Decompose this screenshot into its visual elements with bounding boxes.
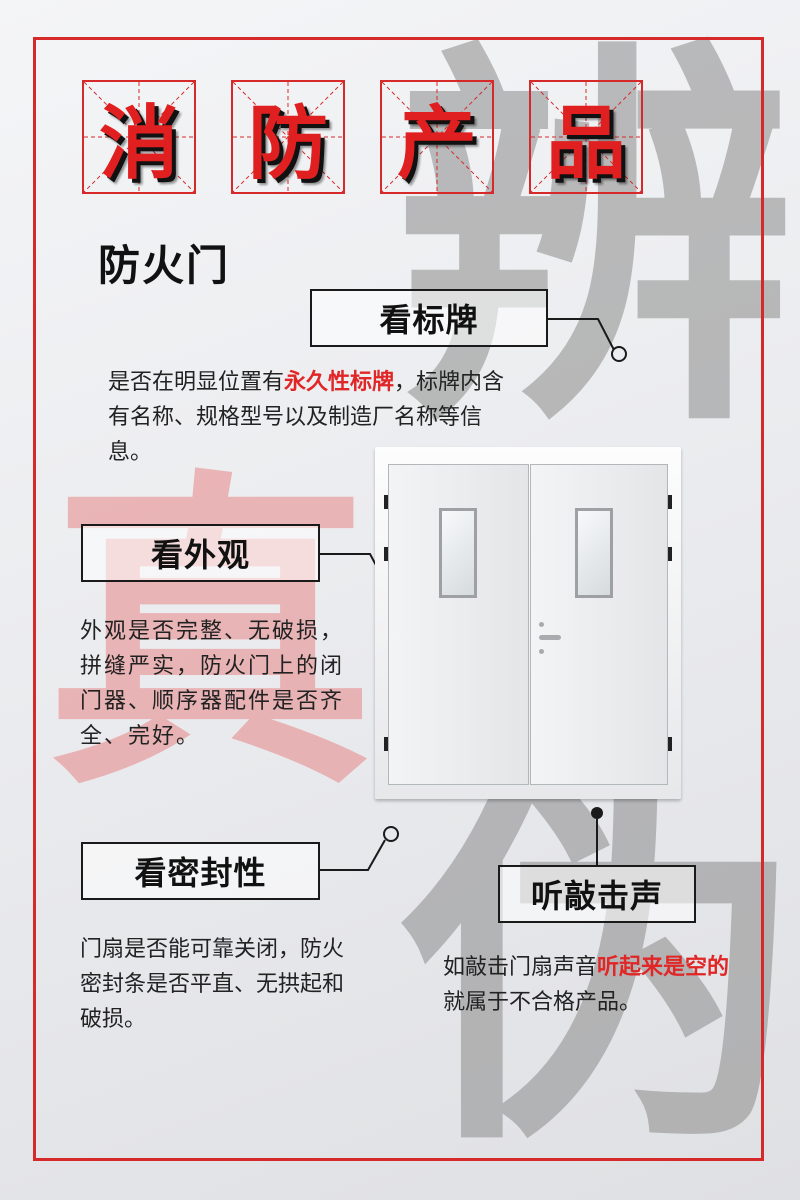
label-nameplate: 看标牌 xyxy=(310,289,548,347)
door-window-right xyxy=(575,508,613,598)
hinge-icon xyxy=(668,547,672,561)
nameplate-description: 是否在明显位置有永久性标牌，标牌内含有名称、规格型号以及制造厂名称等信息。 xyxy=(108,365,508,470)
sealing-description: 门扇是否能可靠关闭，防火密封条是否平直、无拱起和破损。 xyxy=(80,937,345,1032)
door-lever-icon xyxy=(539,635,561,640)
connector-dot-icon xyxy=(591,807,603,819)
knock-highlight: 听起来是空的 xyxy=(597,955,730,980)
title-char-1: 消 xyxy=(99,97,179,190)
nameplate-text-after: ，标牌内含有名称、规格型号以及制造厂名称等信息。 xyxy=(108,370,505,465)
label-appearance: 看外观 xyxy=(81,524,320,582)
red-border-frame xyxy=(33,37,764,1161)
product-subtitle: 防火门 xyxy=(98,241,231,290)
hinge-icon xyxy=(668,737,672,751)
connector-circle-icon xyxy=(383,826,399,842)
hinge-icon xyxy=(384,495,388,509)
title-char-4: 品 xyxy=(546,97,626,190)
nameplate-highlight: 永久性标牌 xyxy=(284,370,395,395)
door-leaf-right xyxy=(530,464,668,785)
title-box-4: 品 xyxy=(529,80,643,194)
knock-description: 如敲击门扇声音听起来是空的就属于不合格产品。 xyxy=(443,950,733,1020)
door-leaf-left xyxy=(388,464,529,785)
title-char-3: 产 xyxy=(397,97,477,190)
nameplate-text-before: 是否在明显位置有 xyxy=(108,370,285,395)
title-box-2: 防 xyxy=(231,80,345,194)
door-handle-icon xyxy=(539,622,544,627)
connector-circle-icon xyxy=(611,346,627,362)
knock-text-after: 就属于不合格产品。 xyxy=(443,990,642,1015)
title-char-2: 防 xyxy=(248,97,328,190)
label-knock: 听敲击声 xyxy=(498,865,696,923)
hinge-icon xyxy=(384,547,388,561)
hinge-icon xyxy=(668,495,672,509)
hinge-icon xyxy=(384,737,388,751)
door-window-left xyxy=(439,508,477,598)
appearance-description: 外观是否完整、无破损，拼缝严实，防火门上的闭门器、顺序器配件是否齐全、完好。 xyxy=(80,619,345,749)
door-illustration-icon xyxy=(375,447,681,799)
door-lock-icon xyxy=(539,649,544,654)
label-sealing: 看密封性 xyxy=(81,842,320,900)
title-box-1: 消 xyxy=(82,80,196,194)
knock-text-before: 如敲击门扇声音 xyxy=(443,955,598,980)
title-box-3: 产 xyxy=(380,80,494,194)
